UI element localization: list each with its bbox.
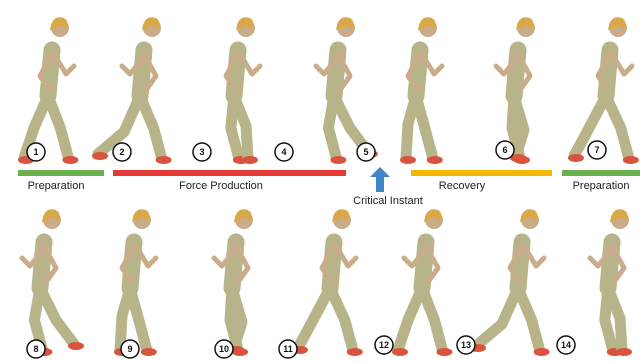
runner-leg xyxy=(476,288,518,346)
runner-leg xyxy=(140,96,162,158)
runner-shoe xyxy=(330,156,346,164)
runner-shoe xyxy=(436,348,452,356)
runner-figure-bottom-10 xyxy=(214,209,253,356)
frame-number-6: 6 xyxy=(496,141,514,159)
frame-number-3: 3 xyxy=(193,143,211,161)
runner-leg xyxy=(406,96,416,158)
runner-shoe xyxy=(400,156,416,164)
phase-label-preparation-1: Preparation xyxy=(28,180,85,192)
frame-number-label: 1 xyxy=(33,147,38,157)
frame-number-label: 11 xyxy=(283,344,293,354)
runner-leg xyxy=(606,96,629,158)
frame-number-label: 3 xyxy=(199,147,204,157)
frame-number-label: 4 xyxy=(281,147,286,157)
phase-bar-force-production xyxy=(113,170,346,176)
frame-number-8: 8 xyxy=(27,340,45,358)
frame-number-14: 14 xyxy=(557,336,575,354)
runner-figure-top-5 xyxy=(400,17,443,164)
phase-bar-recovery xyxy=(411,170,552,176)
frame-number-label: 2 xyxy=(119,147,124,157)
frame-number-13: 13 xyxy=(457,336,475,354)
runner-leg xyxy=(330,288,353,350)
frame-number-label: 5 xyxy=(363,147,368,157)
runner-leg xyxy=(40,288,74,344)
runner-figure-bottom-14 xyxy=(590,209,632,356)
frame-number-1: 1 xyxy=(27,143,45,161)
phase-label-preparation-2: Preparation xyxy=(573,180,630,192)
runner-leg xyxy=(518,288,540,350)
runner-leg xyxy=(398,288,422,350)
frame-number-label: 10 xyxy=(219,344,229,354)
runner-figure-bottom-9 xyxy=(114,209,157,356)
runner-shoe xyxy=(141,348,157,356)
runner-sequence-top-row xyxy=(18,17,639,164)
runner-figure-top-7 xyxy=(568,17,639,164)
runner-shoe xyxy=(242,156,258,164)
frame-number-label: 13 xyxy=(461,340,471,350)
frame-number-7: 7 xyxy=(588,141,606,159)
frame-number-label: 6 xyxy=(502,145,507,155)
runner-figure-top-1 xyxy=(18,17,78,164)
frame-number-10: 10 xyxy=(215,340,233,358)
frame-number-label: 7 xyxy=(594,145,599,155)
runner-shoe xyxy=(392,348,408,356)
frame-number-12: 12 xyxy=(375,336,393,354)
phase-bar-preparation-1 xyxy=(18,170,104,176)
runner-shoe xyxy=(68,342,84,350)
runner-leg xyxy=(48,96,68,158)
runner-figure-bottom-13 xyxy=(470,209,550,356)
phase-bar-preparation-2 xyxy=(562,170,640,176)
critical-instant-arrow-icon xyxy=(370,167,390,192)
runner-figure-top-3 xyxy=(226,17,260,164)
runner-leg xyxy=(422,288,442,350)
runner-shoe xyxy=(427,156,443,164)
phase-label-force-production: Force Production xyxy=(179,180,263,192)
phase-label-recovery: Recovery xyxy=(439,180,486,192)
runner-sequence-bottom-row xyxy=(22,209,632,356)
runner-figure-bottom-12 xyxy=(392,209,452,356)
frame-number-9: 9 xyxy=(121,340,139,358)
runner-figure-top-4 xyxy=(316,17,378,164)
runner-shoe xyxy=(62,156,78,164)
runner-shoe xyxy=(623,156,639,164)
frame-number-4: 4 xyxy=(275,143,293,161)
runner-leg xyxy=(298,288,330,348)
runner-shoe xyxy=(616,348,632,356)
frame-number-label: 12 xyxy=(379,340,389,350)
frame-number-11: 11 xyxy=(279,340,297,358)
critical-instant-label: Critical Instant xyxy=(353,195,423,207)
runner-shoe xyxy=(347,348,363,356)
runner-shoe xyxy=(92,152,108,160)
runner-shoe xyxy=(568,154,584,162)
runner-figure-bottom-11 xyxy=(292,209,363,356)
frame-number-2: 2 xyxy=(113,143,131,161)
frame-number-label: 8 xyxy=(33,344,38,354)
runner-figure-bottom-8 xyxy=(22,209,84,356)
runner-shoe xyxy=(156,156,172,164)
runner-shoe xyxy=(534,348,550,356)
frame-number-5: 5 xyxy=(357,143,375,161)
frame-number-label: 9 xyxy=(127,344,132,354)
frame-number-label: 14 xyxy=(561,340,571,350)
runner-figure-top-2 xyxy=(92,17,172,164)
